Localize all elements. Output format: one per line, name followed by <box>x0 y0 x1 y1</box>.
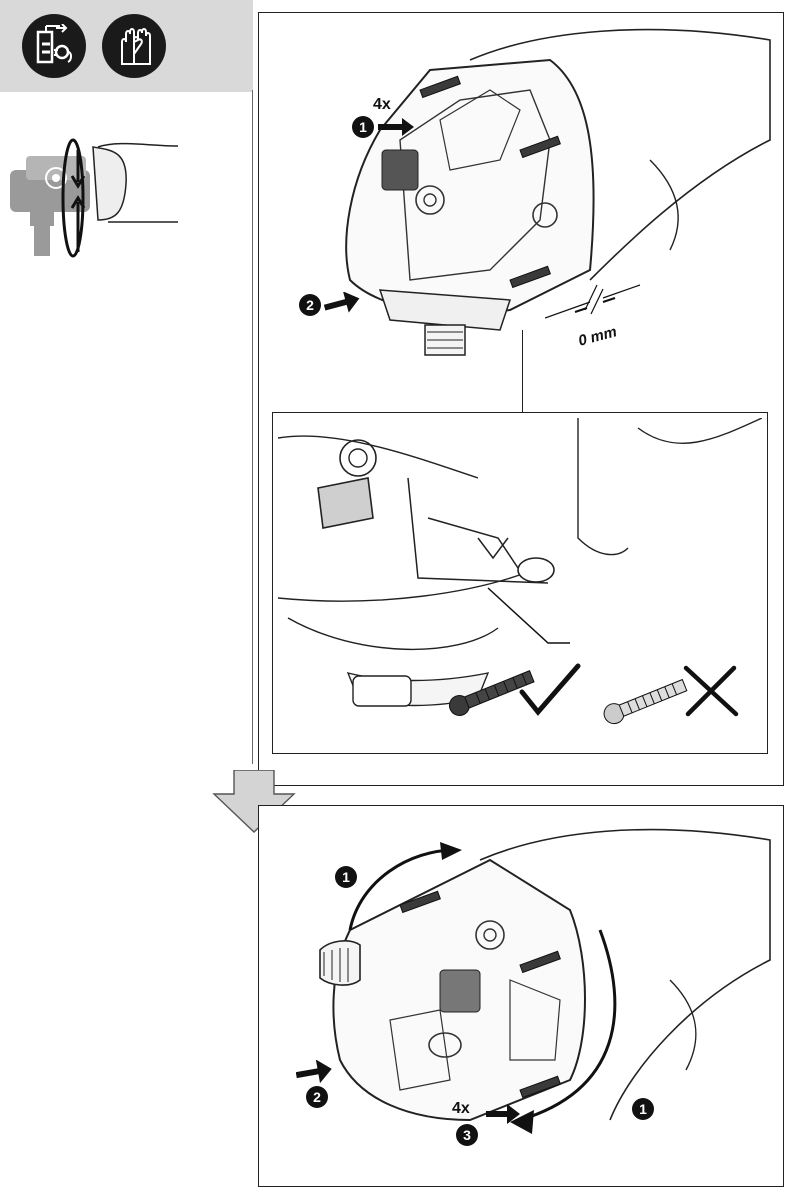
callout-line <box>522 330 524 412</box>
direction-arrow-icon <box>296 1060 332 1084</box>
direction-arrow-icon <box>324 292 360 314</box>
quantity-label: 4x <box>373 96 391 113</box>
direction-arrow-icon <box>486 1104 520 1124</box>
grinder-head-illustration-top <box>290 20 780 360</box>
quantity-label: 4x <box>452 1100 470 1117</box>
panel-connector-line <box>252 90 259 764</box>
step-number: 1 <box>352 116 374 138</box>
check-mark-icon <box>518 662 582 718</box>
head-rotation-illustration <box>8 112 188 272</box>
step-number: 1 <box>632 1098 654 1120</box>
step-number: 2 <box>299 294 321 316</box>
step-number: 1 <box>335 866 357 888</box>
step-number: 3 <box>456 1124 478 1146</box>
x-mark-icon <box>680 664 740 720</box>
step-number: 2 <box>306 1086 328 1108</box>
unplug-icon <box>22 14 86 78</box>
protective-gloves-icon <box>102 14 166 78</box>
detail-illustration <box>278 418 762 748</box>
grinder-head-illustration-bottom <box>290 820 780 1180</box>
direction-arrow-icon <box>378 118 414 136</box>
gap-dimension-icon <box>545 280 645 340</box>
